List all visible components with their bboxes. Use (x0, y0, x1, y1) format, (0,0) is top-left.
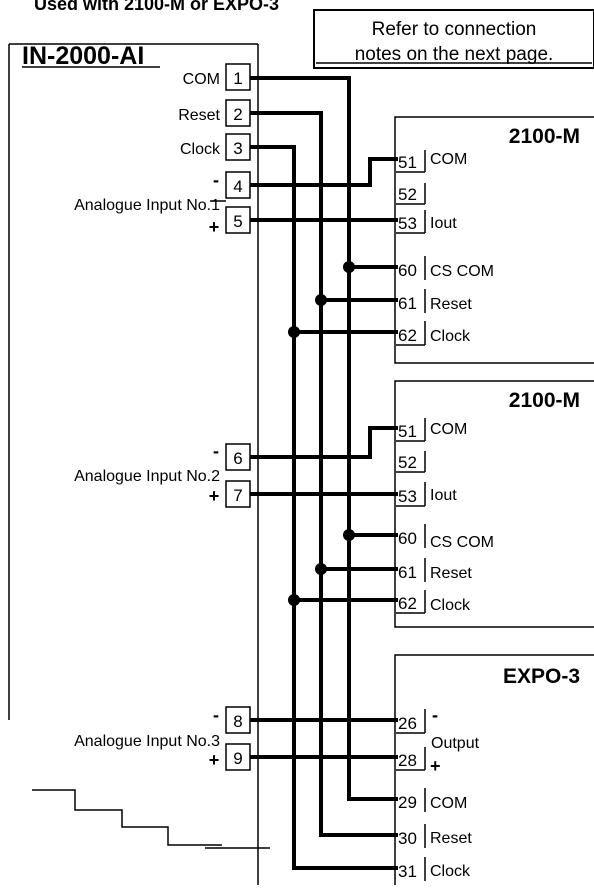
module-2100-a-title: 2100-M (509, 125, 580, 148)
in-terminal-3-num: 3 (233, 139, 242, 158)
m2-terminal-62-label: Clock (430, 597, 471, 614)
m1-terminal-52-num: 52 (398, 185, 417, 204)
m1-terminal-51-label: COM (430, 151, 467, 168)
analogue-input-1-label: Analogue Input No.1 (74, 197, 220, 214)
expo-terminal-26-sign: - (432, 705, 438, 725)
m1-terminal-62-label: Clock (430, 328, 471, 345)
m2-terminal-60-label: CS COM (430, 534, 494, 551)
expo-output-label: Output (431, 735, 480, 752)
in-terminal-1-num: 1 (233, 69, 242, 88)
in-2000-ai-module: IN-2000-AI (8, 42, 270, 885)
module-expo-title: EXPO-3 (503, 665, 580, 688)
analogue-input-3-label: Analogue Input No.3 (74, 733, 220, 750)
in-terminal-6-sign: - (213, 441, 219, 461)
module-expo-3: EXPO-3 26 - Output 28 + 29 COM 30 Reset … (394, 654, 594, 885)
junction-dot (343, 529, 355, 541)
in-terminal-9-sign: + (209, 750, 220, 770)
in-terminal-4-num: 4 (233, 177, 242, 196)
wire-com (249, 76, 398, 801)
m1-terminal-53-num: 53 (398, 214, 417, 233)
top-caption: Used with 2100-M or EXPO-3 (34, 0, 279, 14)
in-terminal-5-sign: + (209, 217, 220, 237)
in-terminal-7-num: 7 (233, 486, 242, 505)
m1-terminal-53-label: Iout (430, 215, 457, 232)
wires (249, 76, 398, 870)
m1-terminal-61-num: 61 (398, 294, 417, 313)
m1-terminal-60-num: 60 (398, 261, 417, 280)
expo-terminal-31-num: 31 (398, 862, 417, 881)
note-line-1: Refer to connection (372, 19, 537, 40)
m1-terminal-61-label: Reset (430, 296, 472, 313)
junction-dot (315, 294, 327, 306)
in-terminal-8-num: 8 (233, 712, 242, 731)
m2-terminal-52-num: 52 (398, 453, 417, 472)
junction-dot (288, 594, 300, 606)
expo-terminal-26-num: 26 (398, 714, 417, 733)
wire-reset (249, 111, 398, 837)
expo-terminal-28-sign: + (430, 756, 441, 776)
note-line-2: notes on the next page. (355, 44, 554, 65)
m2-terminal-51-label: COM (430, 421, 467, 438)
in-module-title: IN-2000-AI (22, 42, 144, 70)
in-terminal-5-num: 5 (233, 212, 242, 231)
expo-terminal-30-num: 30 (398, 829, 417, 848)
wire-clock (249, 145, 398, 870)
step-signal-icon (32, 789, 222, 846)
m2-terminal-62-num: 62 (398, 594, 417, 613)
m2-terminal-60-num: 60 (398, 529, 417, 548)
module-2100-m-a: 2100-M 51 COM 52 53 Iout 60 CS COM 61 Re… (394, 116, 594, 364)
in-terminals: 1 COM 2 Reset 3 Clock 4 - 5 + Analogue I… (74, 63, 251, 771)
m2-terminal-51-num: 51 (398, 422, 417, 441)
module-2100-m-b: 2100-M 51 COM 52 53 Iout 60 CS COM 61 Re… (394, 380, 594, 628)
analogue-input-2-label: Analogue Input No.2 (74, 468, 220, 485)
junction-dot (343, 261, 355, 273)
module-2100-b-title: 2100-M (509, 389, 580, 412)
expo-terminal-31-label: Clock (430, 863, 471, 880)
m2-terminal-53-num: 53 (398, 487, 417, 506)
in-terminal-6-num: 6 (233, 449, 242, 468)
in-terminal-9-num: 9 (233, 749, 242, 768)
note-box: Refer to connection notes on the next pa… (313, 9, 594, 69)
wire-input-1-neg (249, 157, 398, 187)
expo-terminal-29-label: COM (430, 795, 467, 812)
junction-dot (288, 326, 300, 338)
m2-terminal-61-num: 61 (398, 563, 417, 582)
in-terminal-4-sign: - (213, 170, 219, 190)
m1-terminal-51-num: 51 (398, 153, 417, 172)
in-terminal-1-label: COM (183, 71, 220, 88)
expo-terminal-28-num: 28 (398, 751, 417, 770)
wire-input-2-neg (249, 426, 398, 459)
in-terminal-2-label: Reset (178, 107, 220, 124)
m2-terminal-53-label: Iout (430, 487, 457, 504)
m1-terminal-60-label: CS COM (430, 263, 494, 280)
in-terminal-3-label: Clock (180, 141, 221, 158)
junction-dot (315, 563, 327, 575)
in-terminal-2-num: 2 (233, 105, 242, 124)
expo-terminal-29-num: 29 (398, 793, 417, 812)
in-terminal-8-sign: - (213, 705, 219, 725)
m1-terminal-62-num: 62 (398, 326, 417, 345)
expo-terminal-30-label: Reset (430, 830, 472, 847)
m2-terminal-61-label: Reset (430, 565, 472, 582)
in-terminal-7-sign: + (209, 486, 220, 506)
